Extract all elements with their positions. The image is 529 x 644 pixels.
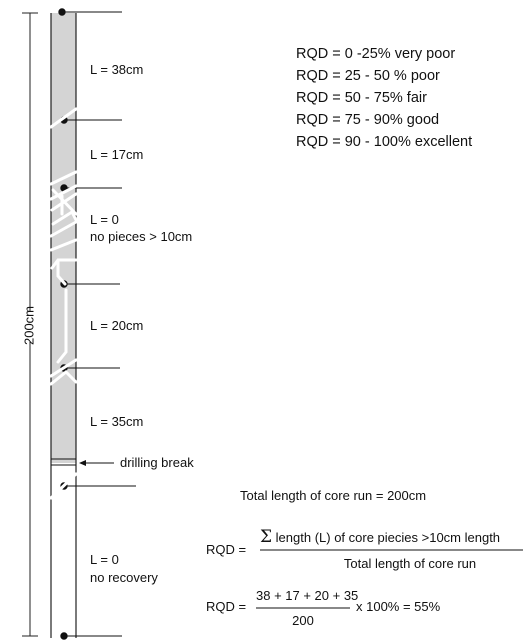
total-core-run: Total length of core run = 200cm	[240, 488, 427, 503]
rqd-class-fair: RQD = 50 - 75% fair	[296, 90, 427, 106]
calc-numerator: 38 + 17 + 20 + 35	[256, 588, 359, 603]
calc-lhs: RQD =	[206, 599, 247, 614]
fracture-crack-8	[49, 220, 78, 238]
segment-3-label: L = 0	[90, 212, 119, 227]
segment-4-label: L = 20cm	[90, 318, 144, 333]
fracture-crack-14	[49, 369, 78, 386]
fracture-crack-7	[51, 209, 78, 226]
core-fractures	[49, 107, 78, 500]
formula-denominator: Total length of core run	[343, 556, 477, 571]
fracture-crack-15	[49, 472, 78, 500]
fracture-dot-1	[58, 8, 66, 16]
rqd-classification-list: RQD = 0 -25% very poor RQD = 25 - 50 % p…	[296, 43, 472, 153]
calc-denominator: 200	[292, 613, 314, 628]
fracture-crack-1	[49, 107, 78, 129]
rqd-class-excellent: RQD = 90 - 100% excellent	[296, 134, 473, 150]
drilling-break-arrowhead	[79, 460, 86, 466]
fracture-crack-5	[50, 192, 78, 212]
fracture-dot-7	[60, 632, 68, 640]
segment-3-note: no pieces > 10cm	[90, 229, 193, 244]
total-length-label: 200cm	[21, 305, 37, 346]
fracture-crack-2	[49, 170, 78, 186]
fracture-crack-9	[49, 238, 78, 252]
fracture-crack-13	[49, 358, 78, 378]
drilling-break-label: drilling break	[120, 455, 194, 470]
formula-lhs: RQD =	[206, 542, 247, 557]
segment-2-label: L = 17cm	[90, 147, 144, 162]
rqd-class-very-poor: RQD = 0 -25% very poor	[296, 46, 456, 62]
formula-numerator: length (L) of core piecies >10cm length	[275, 530, 501, 545]
fracture-crack-12	[56, 288, 68, 364]
fracture-crack-3	[49, 184, 78, 201]
calc-result: x 100% = 55%	[356, 599, 441, 614]
segment-6-note: no recovery	[90, 570, 158, 585]
segment-5-label: L = 35cm	[90, 414, 144, 429]
rqd-class-good: RQD = 75 - 90% good	[296, 112, 440, 128]
length-dimension-label-gap	[24, 312, 36, 342]
segment-6-label: L = 0	[90, 552, 119, 567]
fracture-crack-11	[56, 260, 67, 286]
core-column-recovered	[51, 13, 76, 463]
sigma-symbol: Σ	[260, 527, 273, 547]
drilling-break	[51, 458, 114, 466]
formula-numerator-row: Σ length (L) of core piecies >10cm lengt…	[260, 527, 528, 547]
segment-1-label: L = 38cm	[90, 62, 144, 77]
rqd-class-poor: RQD = 25 - 50 % poor	[296, 68, 440, 84]
fracture-crack-10	[50, 258, 78, 270]
